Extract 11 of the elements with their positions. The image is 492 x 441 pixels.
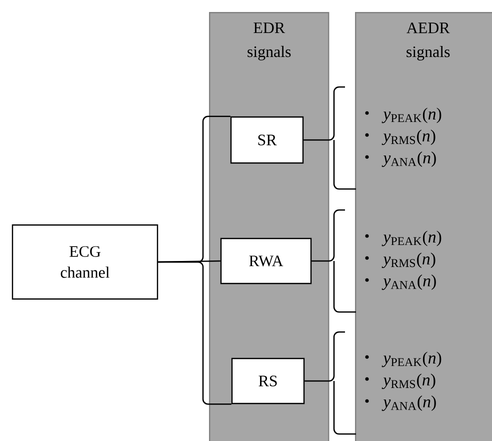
process-box: SR [230,116,304,164]
process-box: RWA [220,238,312,284]
brace-connector [302,86,357,190]
process-box: ECG channel [12,224,158,300]
signal-list: y$_{PEAK}$(n) y$_{RMS}$(n) y$_{ANA}$(n) [382,230,442,290]
brace-connector [304,331,357,435]
signal-list: y$_{PEAK}$(n) y$_{RMS}$(n) y$_{ANA}$(n) [382,352,442,411]
brace-connector [158,261,232,405]
signal-list: y$_{PEAK}$(n) y$_{RMS}$(n) y$_{ANA}$(n) [382,108,442,167]
brace-connector [310,209,357,313]
process-box: RS [231,358,305,404]
